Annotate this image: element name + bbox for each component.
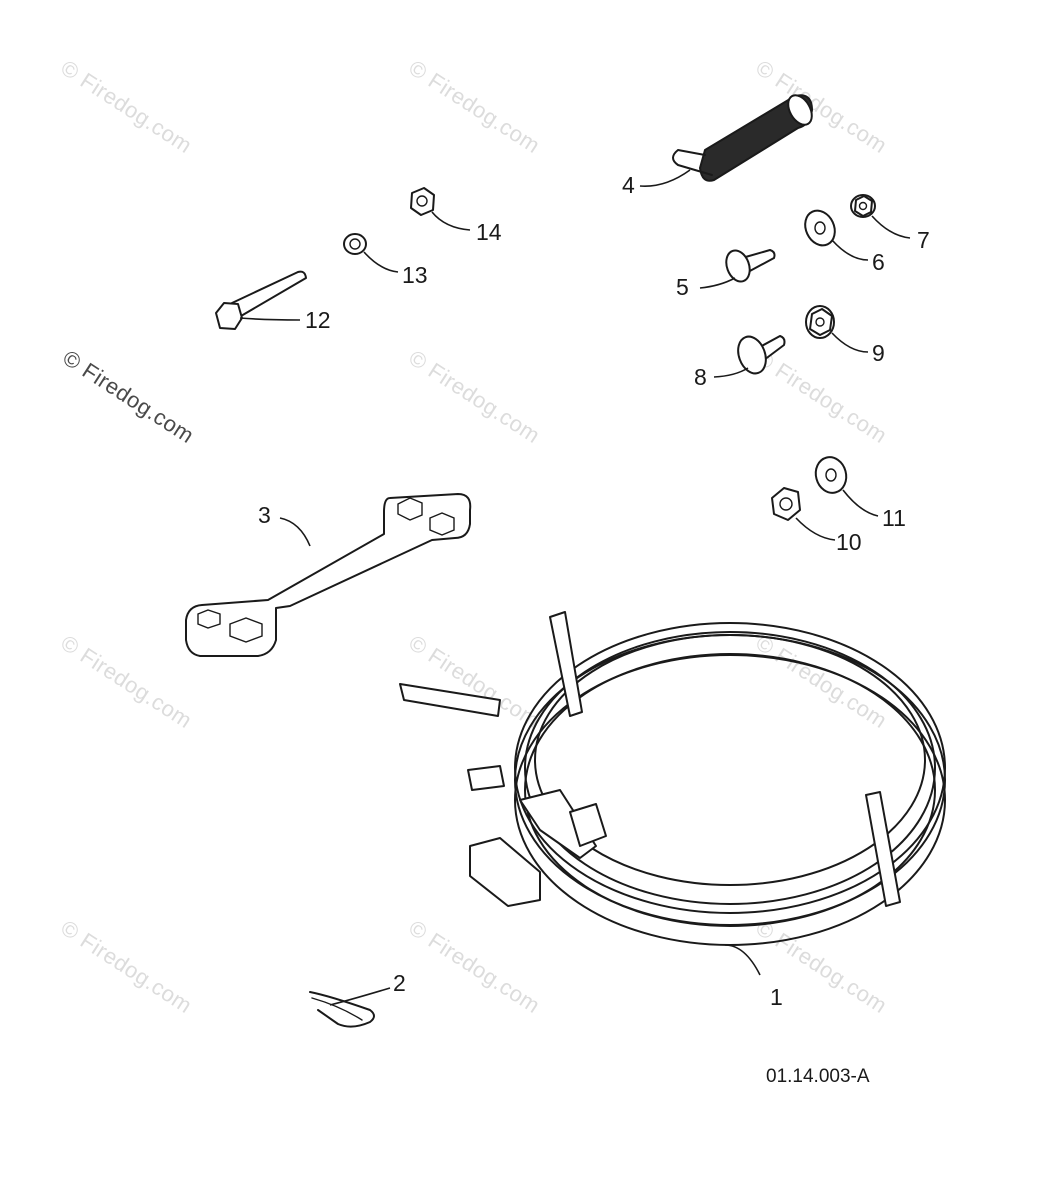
callout-4: 4 <box>622 172 635 198</box>
part-8-carriage-bolt <box>713 335 786 378</box>
part-11-washer <box>814 456 879 517</box>
callout-10: 10 <box>836 529 862 555</box>
callout-9: 9 <box>872 340 885 366</box>
drawing-code: 01.14.003-A <box>766 1066 870 1087</box>
part-6-washer <box>804 209 869 261</box>
part-7-flange-nut <box>850 194 911 239</box>
part-4-spring <box>639 94 813 187</box>
callout-13: 13 <box>402 262 428 288</box>
part-13-washer <box>343 233 399 273</box>
part-14-hex-nut <box>410 187 471 231</box>
callout-14: 14 <box>476 219 502 245</box>
callout-11: 11 <box>882 505 906 531</box>
part-5-carriage-bolt <box>699 249 776 289</box>
callout-2: 2 <box>393 970 406 996</box>
part-3-wrench-plate <box>185 493 472 657</box>
callout-8: 8 <box>694 364 707 390</box>
callout-12: 12 <box>305 307 331 333</box>
callout-7: 7 <box>917 227 930 253</box>
part-10-hex-nut <box>771 487 836 541</box>
part-9-flange-nut <box>805 305 869 353</box>
callout-3: 3 <box>258 502 271 528</box>
callout-1: 1 <box>770 984 783 1010</box>
part-2-hair-pin <box>309 987 391 1028</box>
part-1-wire-harness <box>399 611 946 976</box>
callout-6: 6 <box>872 249 885 275</box>
part-12-bolt <box>215 270 307 330</box>
callout-5: 5 <box>676 274 689 300</box>
